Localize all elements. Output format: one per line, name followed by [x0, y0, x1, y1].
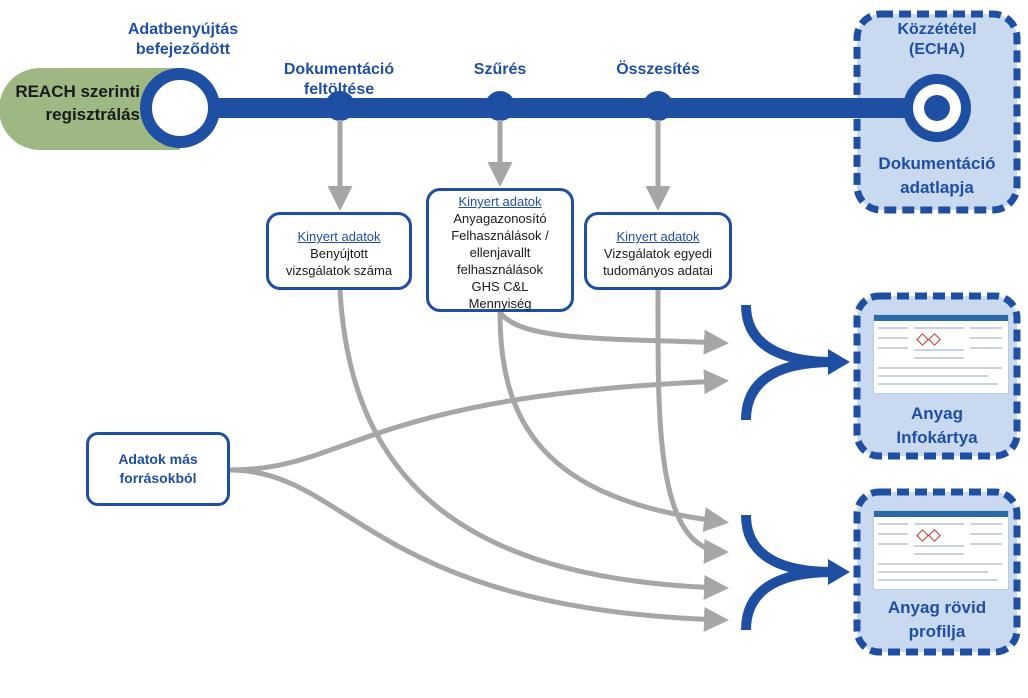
- extracted-header: Kinyert adatok: [616, 229, 700, 244]
- infocard-title: Anyag Infokártya: [896, 404, 978, 447]
- infocard-thumbnail: [873, 314, 1009, 394]
- extracted-box-filtering: Kinyert adatok Anyagazonosító Felhasznál…: [426, 188, 574, 312]
- label-submission: Adatbenyújtás befejeződött: [127, 21, 239, 58]
- extracted-line: tudományos adatai: [603, 263, 713, 278]
- bracket-profile: [741, 514, 834, 631]
- label-aggregation: Összesítés: [616, 61, 700, 78]
- extracted-box-aggregation: Kinyert adatok Vizsgálatok egyedi tudomá…: [584, 212, 732, 290]
- extracted-line: ellenjavallt: [469, 245, 531, 260]
- flow-dossier-to-profile: [337, 289, 729, 600]
- start-label: REACH szerinti regisztrálás: [15, 82, 140, 124]
- bracket-infocard-arrow: [828, 349, 850, 375]
- flow-filtering-to-profile: [497, 311, 729, 533]
- profile-title: Anyag rövid profilja: [887, 598, 987, 641]
- extracted-line: Benyújtott: [310, 246, 368, 261]
- extracted-header: Kinyert adatok: [458, 194, 542, 209]
- profile-thumbnail: [873, 510, 1009, 590]
- milestone-dot-aggregation: [643, 91, 673, 121]
- extracted-line: vizsgálatok száma: [285, 263, 393, 278]
- start-ring: [140, 68, 220, 148]
- extracted-header: Kinyert adatok: [297, 229, 381, 244]
- extracted-line: Vizsgálatok egyedi: [603, 246, 713, 261]
- other-sources-label: Adatok más forrásokból: [118, 451, 198, 486]
- extracted-line: GHS C&L: [471, 279, 529, 294]
- extracted-box-dossier: Kinyert adatok Benyújtott vizsgálatok sz…: [266, 212, 412, 290]
- extracted-line: Mennyiség: [468, 296, 532, 311]
- extracted-line: Anyagazonosító: [453, 211, 547, 226]
- start-shape: [0, 68, 180, 150]
- extracted-line: felhasználások: [457, 262, 543, 277]
- flow-sources-to-infocard: [229, 369, 729, 473]
- label-dossier-upload: Dokumentáció feltöltése: [283, 61, 395, 98]
- label-filtering: Szűrés: [473, 61, 527, 78]
- milestone-dot-filtering: [485, 91, 515, 121]
- label-publication: Közzététel (ECHA): [897, 21, 977, 58]
- milestone-dot-dossier: [325, 91, 355, 121]
- publication-target-core: [924, 95, 950, 121]
- flow-aggregation-to-profile: [655, 289, 729, 564]
- publication-output-title: Dokumentáció adatlapja: [878, 154, 996, 197]
- bracket-infocard: [741, 304, 834, 421]
- flow-filtering-to-infocard: [497, 310, 729, 355]
- extracted-line: Felhasználások /: [451, 228, 549, 243]
- bracket-profile-arrow: [828, 559, 850, 585]
- flow-sources-to-profile: [229, 467, 729, 632]
- other-sources-box: Adatok más forrásokból: [86, 432, 230, 506]
